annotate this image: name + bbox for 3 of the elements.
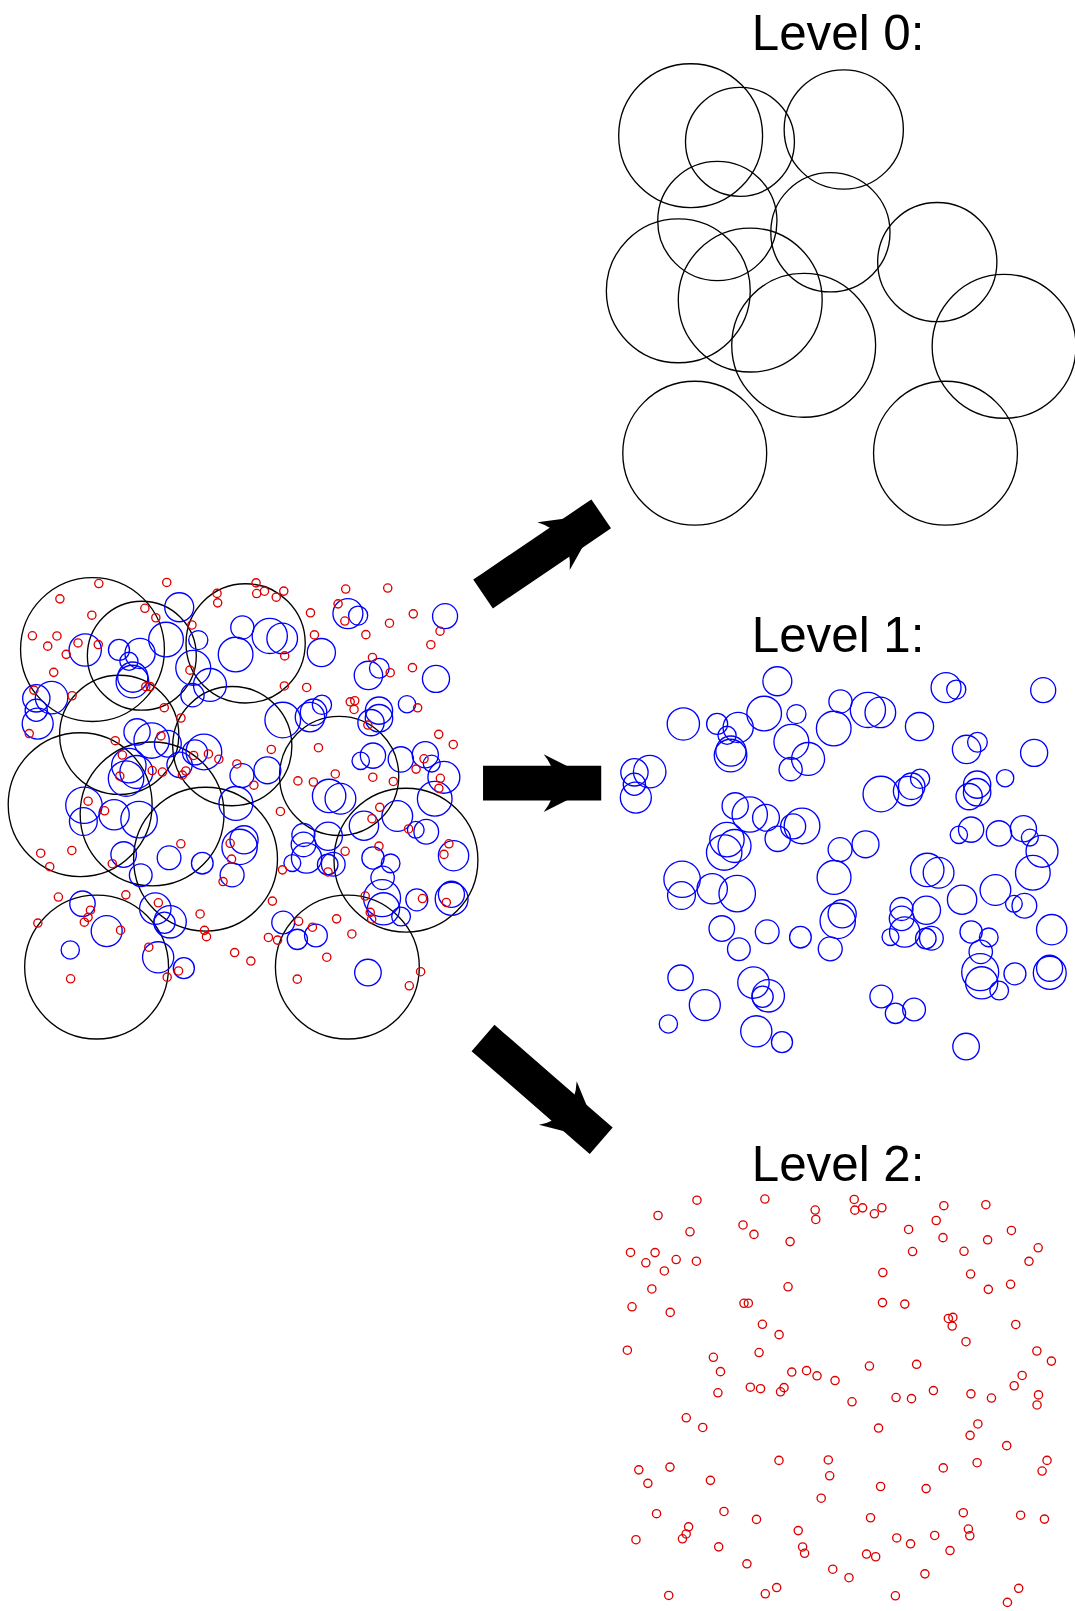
level-title: Level 1: xyxy=(750,606,926,663)
level-title: Level 0: xyxy=(750,5,926,62)
level-title: Level 2: xyxy=(750,1135,926,1193)
